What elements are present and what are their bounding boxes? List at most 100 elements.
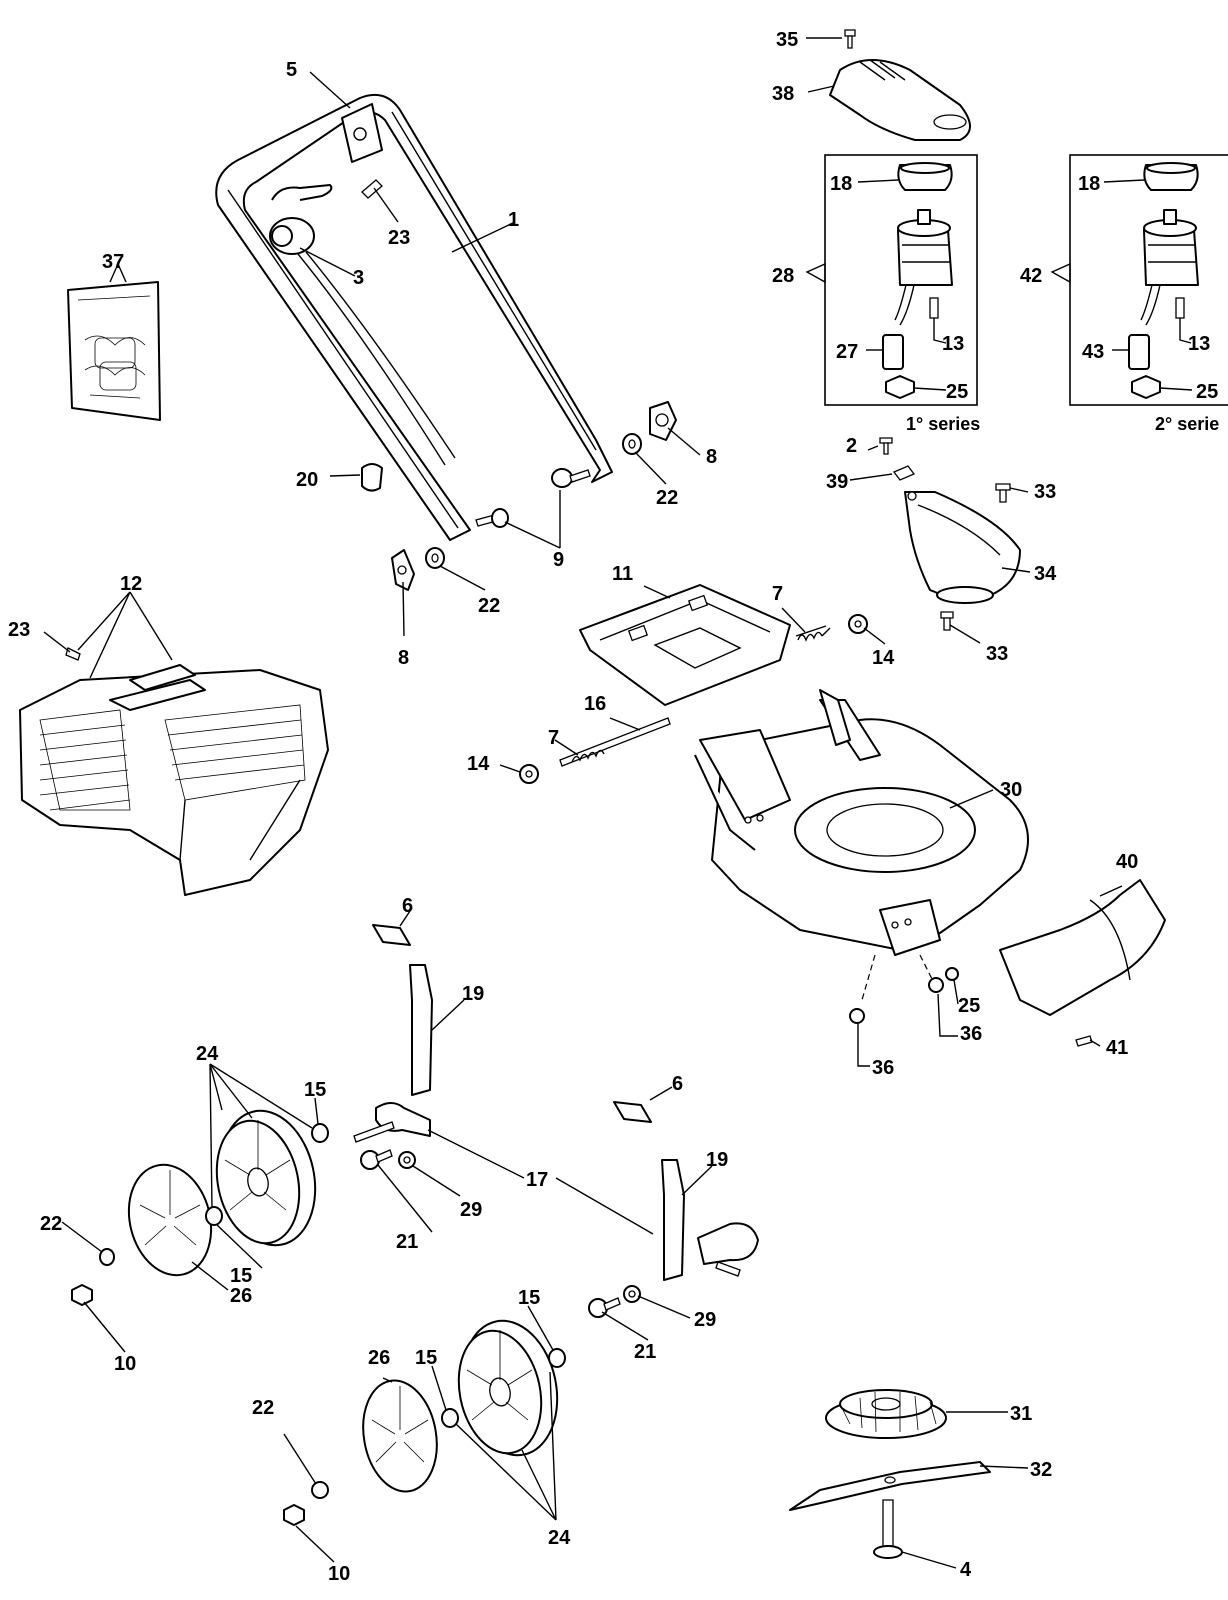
callout-4: 4 [960, 1559, 972, 1581]
callout-labels: 1 2 3 4 5 6 6 7 7 8 8 9 10 10 11 12 13 1… [8, 29, 1219, 1585]
clip-part [892, 465, 916, 481]
cable-clip-part [341, 103, 383, 163]
callout-41: 41 [1106, 1037, 1128, 1059]
callout-28: 28 [772, 265, 794, 287]
callout-37: 37 [102, 251, 124, 273]
callout-5: 5 [286, 59, 297, 81]
series-caption-first: 1° series [906, 414, 980, 434]
callout-38: 38 [772, 83, 794, 105]
axle-bracket-part [353, 1102, 759, 1277]
callout-32: 32 [1030, 1459, 1052, 1481]
wheel-bushing-part [205, 1123, 329, 1226]
rod-part [559, 717, 671, 767]
bolt-part [995, 483, 1011, 503]
switch-lever-part [269, 184, 456, 466]
callout-16: 16 [584, 693, 606, 715]
deflector-flap-part [579, 584, 791, 706]
fan-housing-part [904, 491, 1021, 604]
blade-adapter-part [825, 1389, 947, 1439]
mower-deck-part [694, 689, 1029, 956]
callout-24: 24 [548, 1527, 571, 1549]
callout-36: 36 [872, 1057, 894, 1079]
callout-40: 40 [1116, 851, 1138, 873]
hubcap-part [127, 1163, 213, 1277]
washer-part [849, 967, 959, 1024]
label-sheet-part [67, 281, 161, 421]
callout-13: 13 [942, 333, 964, 355]
blade-part [789, 1461, 991, 1511]
knob-part [649, 401, 677, 441]
callout-6: 6 [402, 895, 413, 917]
callout-3: 3 [353, 267, 364, 289]
callout-29: 29 [460, 1199, 482, 1221]
callout-42: 42 [1020, 265, 1042, 287]
screw-part [361, 179, 383, 199]
grass-bag-part [19, 664, 329, 896]
bolt-part [940, 611, 954, 631]
callout-18: 18 [830, 173, 852, 195]
knob-part [391, 549, 415, 591]
screw-part [844, 29, 856, 49]
motor-cover-part [829, 59, 971, 141]
callout-26: 26 [368, 1347, 390, 1369]
callout-6: 6 [672, 1073, 683, 1095]
screw-part [1075, 1035, 1093, 1047]
callout-15: 15 [518, 1287, 540, 1309]
wheel-part [215, 1109, 317, 1247]
callout-11: 11 [612, 563, 633, 585]
callout-14: 14 [467, 753, 490, 775]
callout-39: 39 [826, 471, 848, 493]
callout-7: 7 [772, 583, 783, 605]
bolt-part [475, 468, 591, 528]
cable-clip-part [361, 463, 383, 492]
nut-part [71, 1284, 93, 1306]
bolt-part [873, 1499, 903, 1559]
callout-12: 12 [120, 573, 142, 595]
callout-29: 29 [694, 1309, 716, 1331]
callout-22: 22 [40, 1213, 62, 1235]
callout-35: 35 [776, 29, 798, 51]
hubcap-part [362, 1379, 438, 1493]
height-plate-part [372, 924, 652, 1123]
callout-15: 15 [415, 1347, 437, 1369]
spring-part [795, 625, 831, 642]
callout-26: 26 [230, 1285, 252, 1307]
leader-lines [43, 37, 1193, 1569]
callout-19: 19 [462, 983, 484, 1005]
callout-23: 23 [8, 619, 30, 641]
washer-part [311, 1481, 329, 1499]
callout-19: 19 [706, 1149, 728, 1171]
callout-8: 8 [706, 446, 717, 468]
callout-17: 17 [526, 1169, 548, 1191]
callout-20: 20 [296, 469, 318, 491]
callout-25: 25 [946, 381, 968, 403]
callout-15: 15 [230, 1265, 252, 1287]
series-caption-second: 2° serie [1155, 414, 1219, 434]
callout-15: 15 [304, 1079, 326, 1101]
callout-7: 7 [548, 727, 559, 749]
callout-43: 43 [1082, 341, 1104, 363]
callout-10: 10 [328, 1563, 350, 1585]
callout-23: 23 [388, 227, 410, 249]
callout-31: 31 [1010, 1403, 1032, 1425]
callout-33: 33 [1034, 481, 1056, 503]
callout-21: 21 [396, 1231, 418, 1253]
height-lever-part [409, 964, 685, 1281]
bolt-part [360, 1149, 621, 1318]
callout-2: 2 [846, 435, 857, 457]
callout-25: 25 [1196, 381, 1218, 403]
callout-1: 1 [508, 209, 519, 231]
callout-8: 8 [398, 647, 409, 669]
nut-part [283, 1504, 305, 1526]
callout-24: 24 [196, 1043, 219, 1065]
screw-part [879, 437, 893, 455]
motor-assembly-first-series-part [824, 154, 978, 406]
washer-part [398, 1151, 641, 1303]
wheel-bushing-part [441, 1348, 566, 1428]
washer-part [622, 433, 642, 455]
callout-13: 13 [1188, 333, 1210, 355]
washer-part [99, 1248, 115, 1266]
motor-assembly-second-series-part [1069, 154, 1228, 406]
callout-33: 33 [986, 643, 1008, 665]
